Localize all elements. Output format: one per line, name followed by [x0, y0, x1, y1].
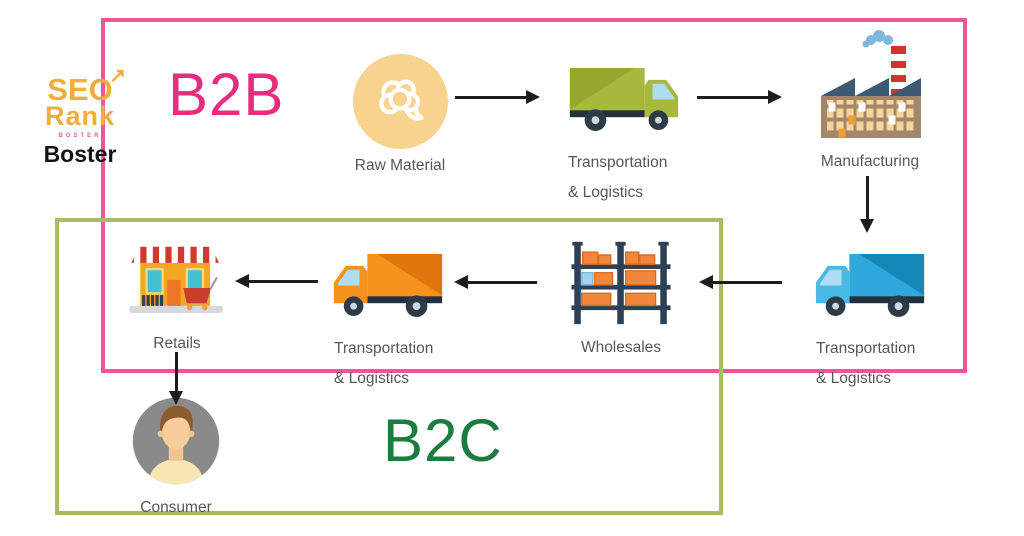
- node-label: Wholesales: [580, 339, 662, 356]
- node-label: Transportation & Logistics: [568, 154, 668, 201]
- truck-icon: [812, 248, 930, 325]
- arrow-retails-to-consumer: [169, 352, 183, 405]
- node-manufacturing: Manufacturing: [812, 28, 928, 171]
- cotton-icon: [352, 54, 448, 149]
- logo-seo-text: SEO↗: [47, 65, 126, 107]
- arrow-transport-to-manufacturing: [697, 90, 782, 104]
- node-transportation-top: Transportation & Logistics: [552, 62, 694, 208]
- person-icon: [132, 397, 220, 485]
- node-transportation-mid: Transportation & Logistics: [318, 248, 460, 394]
- arrow-manufacturing-to-transport: [860, 176, 874, 233]
- logo-boster-small-text: BOSTER: [58, 133, 102, 139]
- b2b-label: B2B: [168, 61, 285, 128]
- b2c-region-box: [55, 218, 723, 515]
- node-label: Consumer: [140, 499, 212, 516]
- truck-icon: [564, 62, 682, 139]
- store-icon: [129, 246, 223, 314]
- growth-arrow-icon: ↗: [109, 65, 126, 87]
- b2c-label: B2C: [383, 407, 503, 474]
- node-label: Retails: [153, 335, 201, 352]
- logo-boster-text: Boster: [43, 141, 117, 167]
- node-wholesales: Wholesales: [562, 240, 680, 357]
- logo-rank-text: Rank: [44, 101, 116, 131]
- node-transportation-right: Transportation & Logistics: [800, 248, 942, 394]
- factory-icon: [821, 30, 921, 138]
- node-label: Manufacturing: [820, 153, 920, 170]
- node-label: Raw Material: [354, 157, 446, 174]
- node-label: Transportation & Logistics: [816, 340, 916, 387]
- truck-icon: [330, 248, 448, 325]
- warehouse-shelf-icon: [571, 241, 671, 325]
- seo-rank-boster-logo: SEO↗ Rank BOSTER Boster: [26, 65, 134, 167]
- b2b-region-box: [101, 18, 967, 373]
- node-consumer: Consumer: [130, 396, 222, 517]
- node-raw-material: Raw Material: [340, 54, 460, 175]
- node-retails: Retails: [122, 236, 232, 353]
- arrow-transport-to-retails: [235, 274, 318, 288]
- arrow-raw-to-transport: [455, 90, 540, 104]
- arrow-transport-to-wholesales: [699, 275, 782, 289]
- arrow-wholesales-to-transport: [454, 275, 537, 289]
- node-label: Transportation & Logistics: [334, 340, 434, 387]
